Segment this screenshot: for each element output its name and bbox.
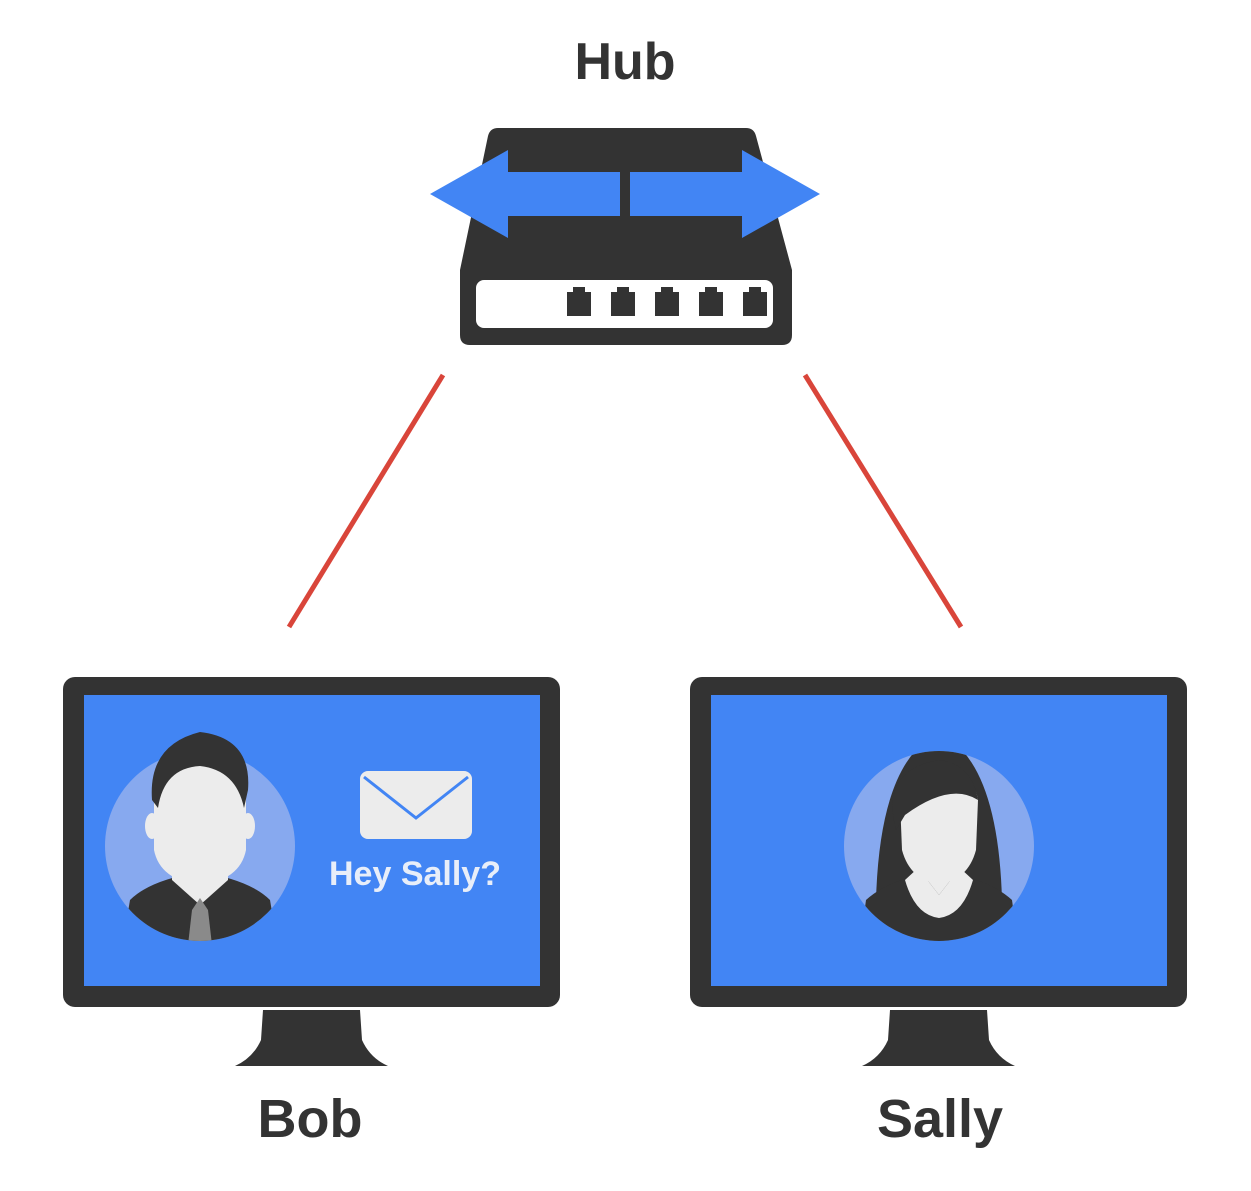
sally-label: Sally [876,1089,1004,1149]
sally-computer [690,677,1187,1066]
hub-port [655,287,679,316]
monitor-stand [235,1010,388,1066]
hub-port [699,287,723,316]
bidirectional-arrow-icon [430,150,820,238]
hub-label: Hub [574,33,676,91]
male-avatar-icon [105,732,295,941]
hub-port [743,287,767,316]
bob-label: Bob [257,1089,363,1149]
message-text: Hey Sally? [329,855,501,893]
envelope-icon [360,771,472,839]
hub-port [567,287,591,316]
hub-icon [430,128,820,345]
link-hub-sally [802,373,964,629]
link-hub-bob [286,373,446,629]
hub-port [611,287,635,316]
hub-ports [567,287,767,316]
bob-computer [63,677,560,1066]
female-avatar-icon [844,751,1034,941]
monitor-stand [862,1010,1015,1066]
